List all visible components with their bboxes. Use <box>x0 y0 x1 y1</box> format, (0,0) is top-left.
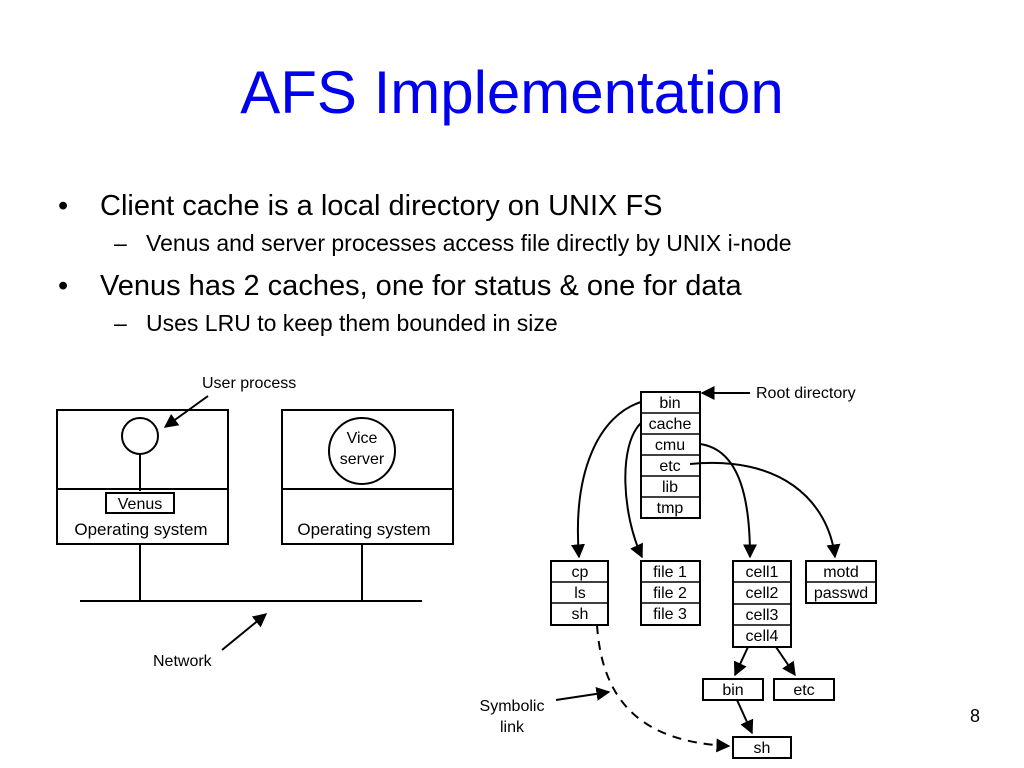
network: Network <box>80 544 422 670</box>
page-number: 8 <box>969 706 980 726</box>
root-directory-label: Root directory <box>756 385 856 402</box>
network-arrow <box>221 613 268 651</box>
bin-entry: ls <box>574 585 586 602</box>
bin-sh-arrow <box>736 699 754 735</box>
cmu-entry: cell1 <box>746 564 779 581</box>
root-entry: lib <box>662 479 678 496</box>
vice-label-line2: server <box>340 451 385 468</box>
symbolic-link-label-line2: link <box>500 719 525 736</box>
bin-arrow <box>571 401 642 559</box>
sub-bullet-text: Uses LRU to keep them bounded in size <box>146 310 558 336</box>
cmu-entry: cell3 <box>746 607 779 624</box>
symbolic-link-callout: Symbolic link <box>480 686 611 736</box>
cell-bin-entry: bin <box>722 682 743 699</box>
bullet-item-1: • Client cache is a local directory on U… <box>58 186 1008 226</box>
root-entry: bin <box>659 395 680 412</box>
cmu-entry: cell4 <box>746 628 779 645</box>
bullet-mark: • <box>58 270 69 302</box>
root-entry: tmp <box>657 500 684 517</box>
bullet-list: • Client cache is a local directory on U… <box>58 186 1008 346</box>
cache-entry: file 3 <box>653 606 687 623</box>
cell-etc-entry: etc <box>793 682 814 699</box>
sub-bullet-item-1: – Venus and server processes access file… <box>58 226 1008 260</box>
bin-entry: sh <box>572 606 589 623</box>
venus-label: Venus <box>118 496 162 513</box>
cmu-directory-table: cell1 cell2 cell3 cell4 <box>732 560 792 648</box>
vice-server-circle <box>328 417 396 485</box>
symbolic-link-callout-arrow <box>555 686 611 701</box>
user-process-circle <box>121 417 159 455</box>
user-process-arrow <box>163 395 209 428</box>
sub-bullet-mark: – <box>114 310 127 336</box>
cache-directory-table: file 1 file 2 file 3 <box>640 560 701 626</box>
network-label: Network <box>153 653 213 670</box>
sub-bullet-text: Venus and server processes access file d… <box>146 230 792 256</box>
root-directory-table: bin cache cmu etc lib tmp <box>640 391 701 519</box>
root-directory-callout: Root directory <box>700 385 856 402</box>
slide-title: AFS Implementation <box>240 59 784 126</box>
cell-bin-sh-entry: sh <box>754 740 771 757</box>
etc-arrow <box>689 461 841 559</box>
cell-etc-arrow <box>775 646 796 677</box>
cache-arrow <box>624 422 643 559</box>
cache-entry: file 1 <box>653 564 687 581</box>
cmu-entry: cell2 <box>746 585 779 602</box>
client-machine: Venus Operating system <box>56 409 229 545</box>
bin-entry: cp <box>572 564 589 581</box>
bin-directory-table: cp ls sh <box>550 560 609 626</box>
etc-entry: motd <box>823 564 859 581</box>
bullet-text: Venus has 2 caches, one for status & one… <box>100 270 742 302</box>
bullet-mark: • <box>58 190 69 222</box>
cache-entry: file 2 <box>653 585 687 602</box>
etc-directory-table: motd passwd <box>805 560 877 604</box>
root-entry: etc <box>659 458 680 475</box>
user-process-label: User process <box>202 375 296 392</box>
server-machine: Vice server Operating system <box>281 409 454 545</box>
root-entry: cmu <box>655 437 685 454</box>
client-os-label: Operating system <box>74 520 207 539</box>
cell-subdirectory-tables: bin etc sh <box>702 678 835 759</box>
root-entry: cache <box>649 416 692 433</box>
server-os-label: Operating system <box>297 520 430 539</box>
sub-bullet-item-2: – Uses LRU to keep them bounded in size <box>58 306 1008 340</box>
symbolic-link-label-line1: Symbolic <box>480 698 545 715</box>
cmu-arrow <box>699 443 757 559</box>
etc-entry: passwd <box>814 585 868 602</box>
cell-bin-arrow <box>733 646 749 677</box>
bullet-text: Client cache is a local directory on UNI… <box>100 190 663 222</box>
vice-label-line1: Vice <box>347 430 378 447</box>
directory-arrows <box>571 401 841 753</box>
sub-bullet-mark: – <box>114 230 127 256</box>
bullet-item-2: • Venus has 2 caches, one for status & o… <box>58 266 1008 306</box>
user-process-callout: User process <box>163 375 296 428</box>
venus-box <box>105 492 175 514</box>
